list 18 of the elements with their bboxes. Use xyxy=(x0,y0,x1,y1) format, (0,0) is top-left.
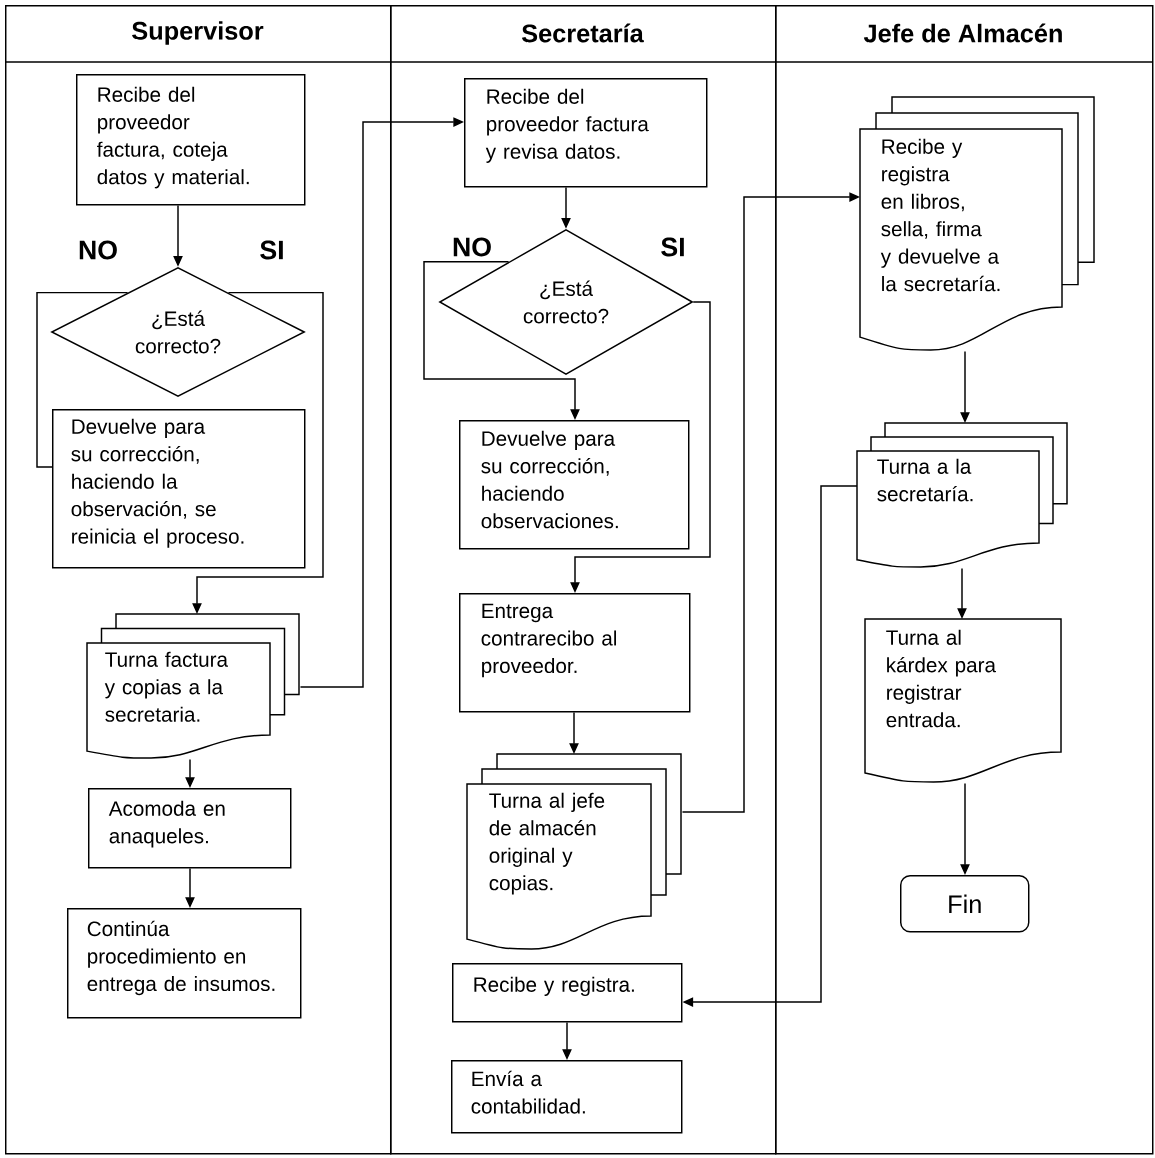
process-box: Devuelve para su corrección, haciendo observaciones. xyxy=(459,420,690,550)
process-box: Envía a contabilidad. xyxy=(451,1060,683,1134)
process-box: Recibe del proveedor factura, coteja datos y material. xyxy=(76,74,306,206)
document-stack: Turna a la secretaría. xyxy=(856,422,1068,568)
document-stack: Recibe y registra en libros, sella, firma y devuelve a la secretaría. xyxy=(859,96,1095,351)
process-box: Continúa procedimiento en entrega de insumos. xyxy=(67,908,302,1019)
branch-label: NO xyxy=(79,240,117,260)
branch-label: SI xyxy=(661,237,684,257)
document-stack: Turna factura y copias a la secretaria. xyxy=(86,613,300,759)
document-stack: Turna al jefe de almacén original y copias. xyxy=(466,753,682,950)
process-box: Acomoda en anaqueles. xyxy=(88,788,292,869)
process-box: Devuelve para su corrección, haciendo la observación, se reinicia el proceso. xyxy=(52,409,306,569)
terminator: Fin xyxy=(900,875,1030,933)
branch-label: NO xyxy=(453,237,491,257)
process-box: Recibe y registra. xyxy=(452,963,683,1023)
process-box: Entrega contrarecibo al proveedor. xyxy=(459,593,691,713)
branch-label: SI xyxy=(260,240,283,260)
process-box: Recibe del proveedor factura y revisa datos. xyxy=(464,78,708,188)
